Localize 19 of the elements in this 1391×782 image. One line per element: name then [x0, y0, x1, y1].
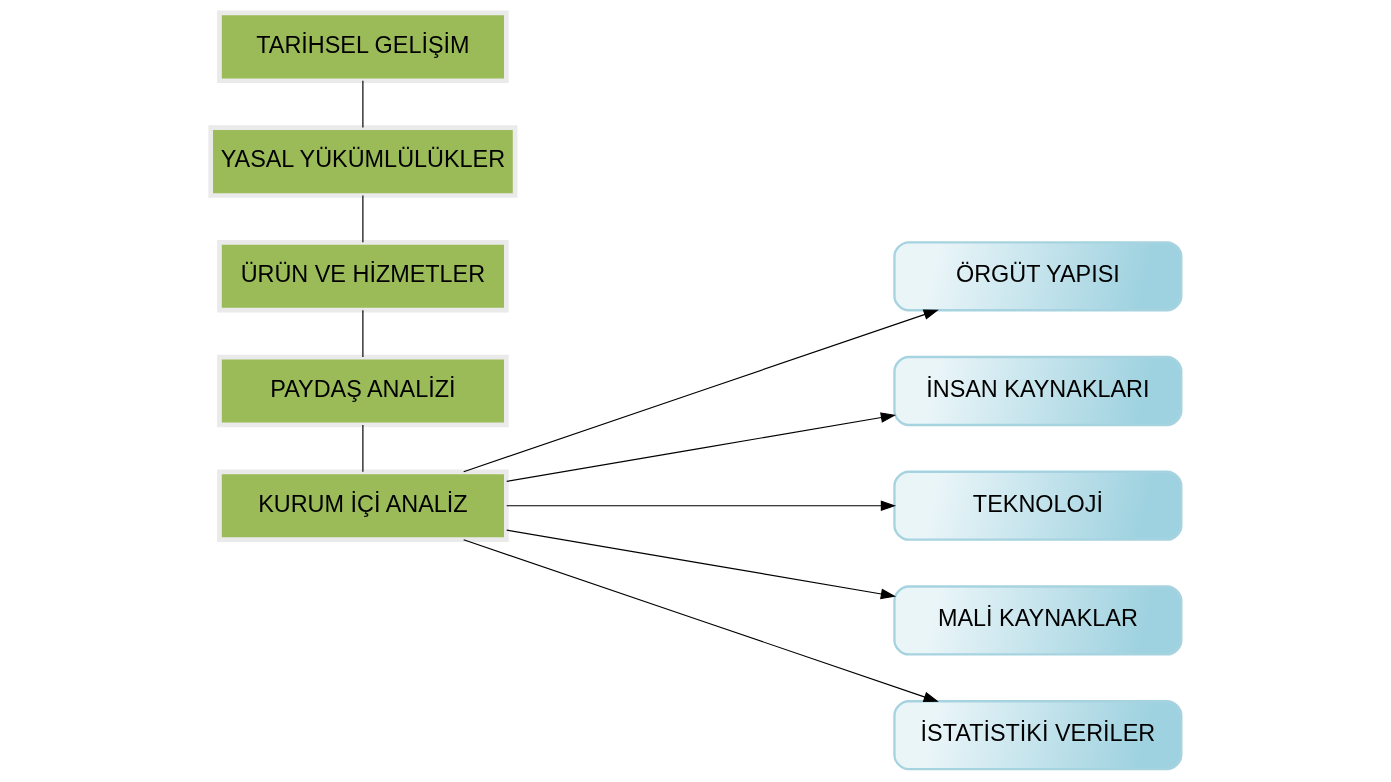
connector	[361, 194, 363, 243]
node-box: ÖRGÜT YAPISI	[892, 241, 1182, 312]
arrow	[505, 500, 896, 512]
node-box: PAYDAŞ ANALİZİ	[216, 354, 509, 428]
arrow	[462, 309, 939, 473]
arrow	[505, 412, 896, 482]
node-box: TARİHSEL GELİŞİM	[216, 10, 509, 84]
connector	[361, 309, 363, 358]
arrow	[462, 539, 939, 702]
node-box: ÜRÜN VE HİZMETLER	[216, 239, 509, 313]
connector	[361, 424, 363, 473]
node-box: YASAL YÜKÜMLÜLÜKLER	[207, 125, 517, 198]
arrow	[505, 529, 896, 600]
connector	[361, 80, 363, 129]
node-box: İNSAN KAYNAKLARI	[892, 355, 1182, 427]
node-box: MALİ KAYNAKLAR	[892, 585, 1182, 656]
node-box: TEKNOLOJİ	[892, 470, 1182, 541]
node-box: KURUM İÇİ ANALİZ	[216, 469, 509, 543]
node-box: İSTATİSTİKİ VERİLER	[892, 700, 1182, 771]
